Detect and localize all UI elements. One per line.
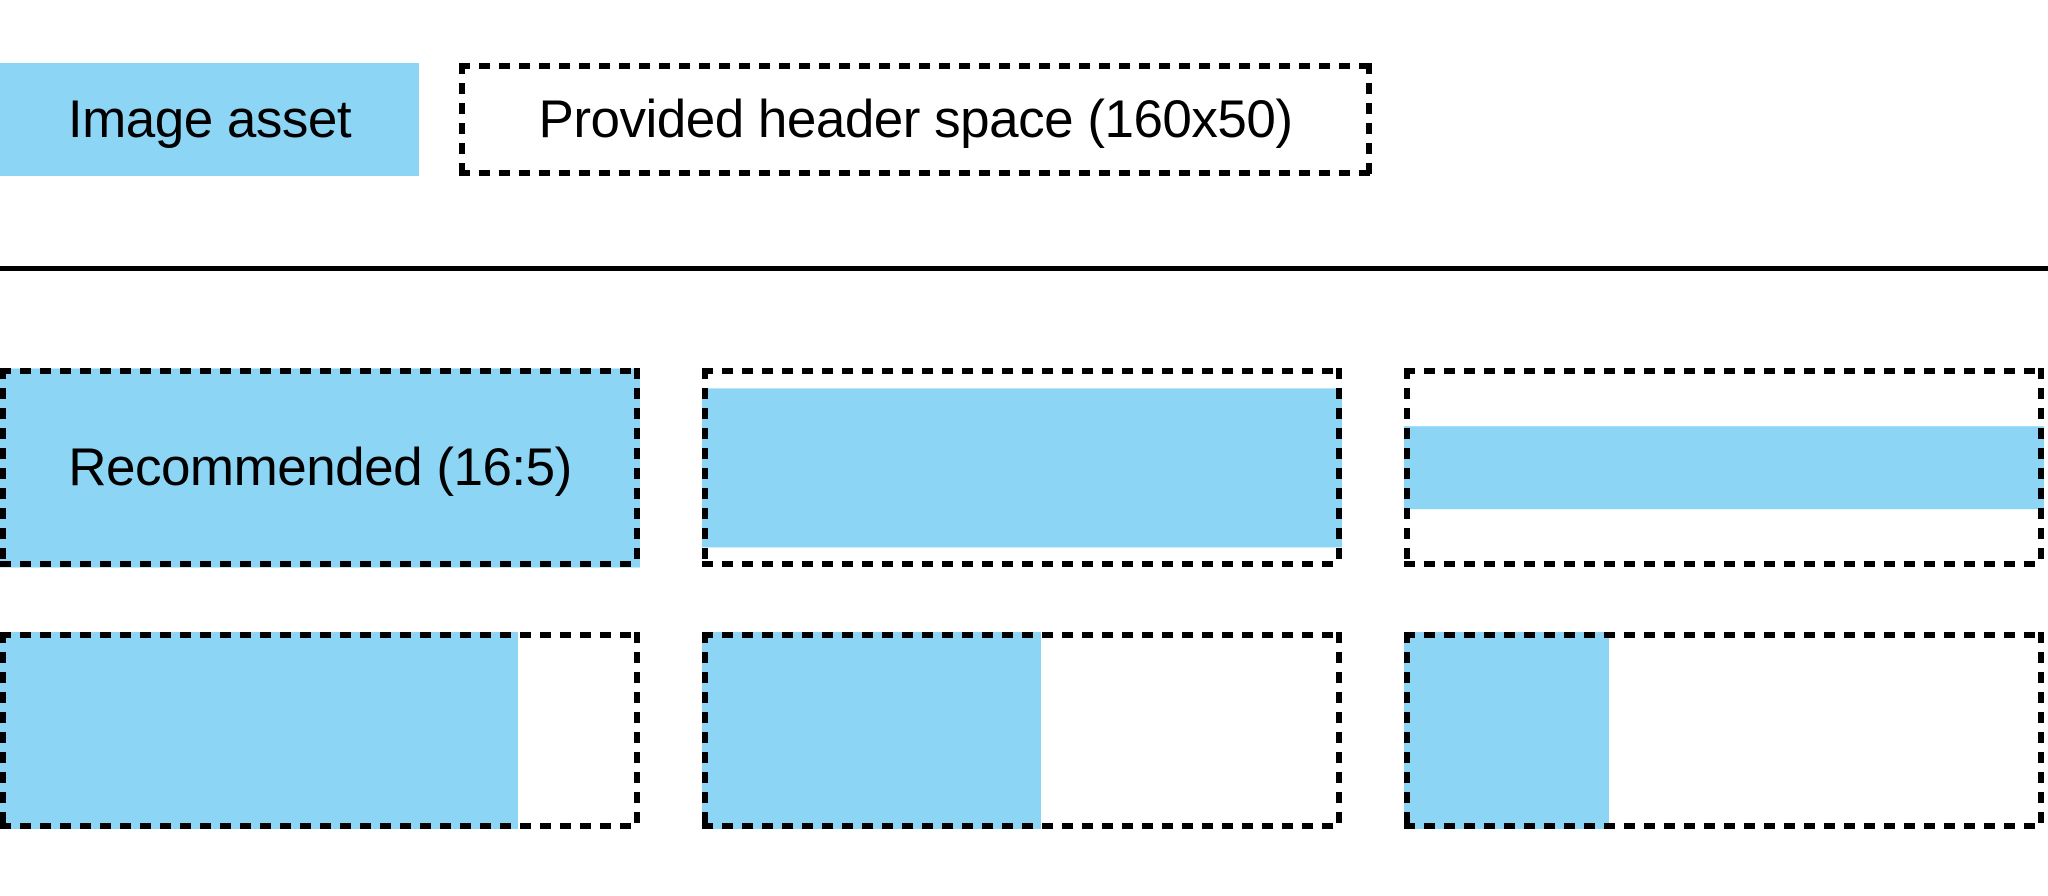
recommended-label: Recommended (16:5) <box>68 438 572 497</box>
example-box-narrower-pillar <box>702 632 1342 829</box>
image-asset-fill-recommended <box>0 368 640 567</box>
example-box-recommended: Recommended (16:5) <box>0 368 640 567</box>
image-asset-fill-wider-letterbox <box>1404 425 2044 510</box>
example-box-wider-letterbox <box>1404 368 2044 567</box>
example-box-wide-letterbox <box>702 368 1342 567</box>
legend-header-space-box: Provided header space (160x50) <box>459 63 1372 176</box>
legend-header-space-label: Provided header space (160x50) <box>538 90 1294 149</box>
recommended-label-wrap: Recommended (16:5) <box>0 368 640 567</box>
legend-image-asset-label: Image asset <box>67 90 352 149</box>
example-box-narrow-pillar <box>0 632 640 829</box>
legend-image-asset-swatch: Image asset <box>0 63 419 176</box>
section-divider <box>0 266 2048 271</box>
image-asset-fill-narrower-pillar <box>702 632 1042 829</box>
image-asset-fill-narrow-pillar <box>0 632 519 829</box>
image-asset-fill-narrowest-pillar <box>1404 632 1609 829</box>
image-asset-fill-wide-letterbox <box>702 387 1342 548</box>
example-box-narrowest-pillar <box>1404 632 2044 829</box>
